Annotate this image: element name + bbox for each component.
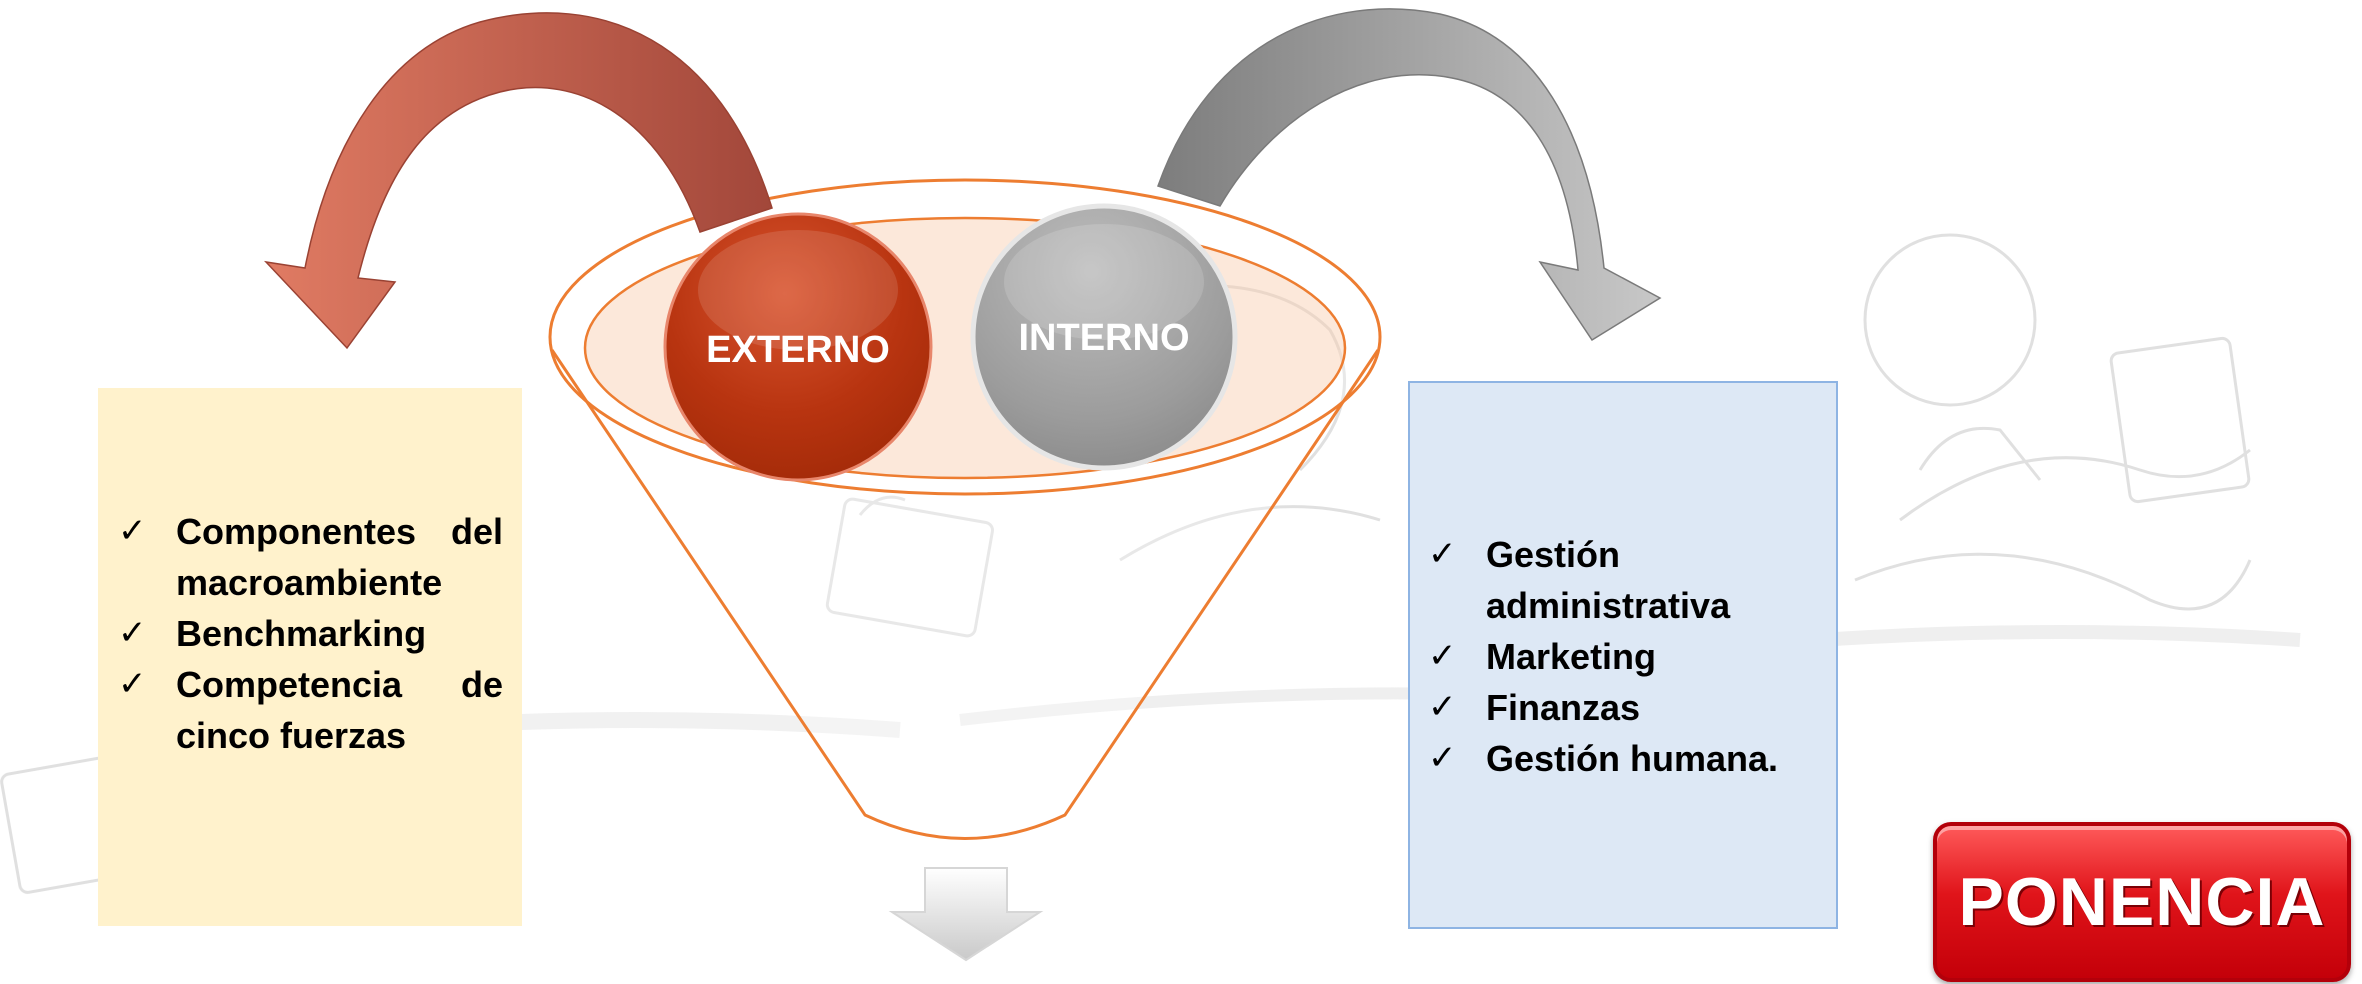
internal-factors-box: ✓Gestión administrativa ✓Marketing ✓Fina… bbox=[1408, 381, 1838, 929]
check-icon: ✓ bbox=[118, 512, 147, 550]
list-item: ✓Componentes del macroambiente bbox=[118, 506, 503, 608]
check-icon: ✓ bbox=[1428, 739, 1457, 777]
funnel-rim-outer bbox=[548, 178, 1382, 496]
check-icon: ✓ bbox=[118, 614, 147, 652]
list-item: ✓Gestión administrativa bbox=[1428, 529, 1818, 631]
check-icon: ✓ bbox=[1428, 688, 1457, 726]
externo-circle: EXTERNO bbox=[663, 212, 933, 482]
ponencia-button[interactable]: PONENCIA bbox=[1933, 822, 2351, 982]
external-factors-list: ✓Componentes del macroambiente ✓Benchmar… bbox=[118, 506, 503, 761]
list-item: ✓Competencia de cinco fuerzas bbox=[118, 659, 503, 761]
list-item: ✓Gestión humana. bbox=[1428, 733, 1818, 784]
curved-arrow-left bbox=[263, 12, 773, 350]
check-icon: ✓ bbox=[1428, 535, 1457, 573]
external-factors-box: ✓Componentes del macroambiente ✓Benchmar… bbox=[98, 388, 522, 926]
curved-arrow-right bbox=[1157, 8, 1662, 342]
interno-circle: INTERNO bbox=[970, 203, 1238, 471]
check-icon: ✓ bbox=[1428, 637, 1457, 675]
down-arrow-icon bbox=[888, 867, 1044, 962]
interno-label: INTERNO bbox=[1019, 317, 1190, 359]
funnel bbox=[548, 178, 1382, 840]
check-icon: ✓ bbox=[118, 665, 147, 703]
internal-factors-list: ✓Gestión administrativa ✓Marketing ✓Fina… bbox=[1428, 529, 1818, 784]
list-item: ✓Benchmarking bbox=[118, 608, 503, 659]
list-item: ✓Finanzas bbox=[1428, 682, 1818, 733]
list-item: ✓Marketing bbox=[1428, 631, 1818, 682]
externo-label: EXTERNO bbox=[706, 329, 890, 371]
